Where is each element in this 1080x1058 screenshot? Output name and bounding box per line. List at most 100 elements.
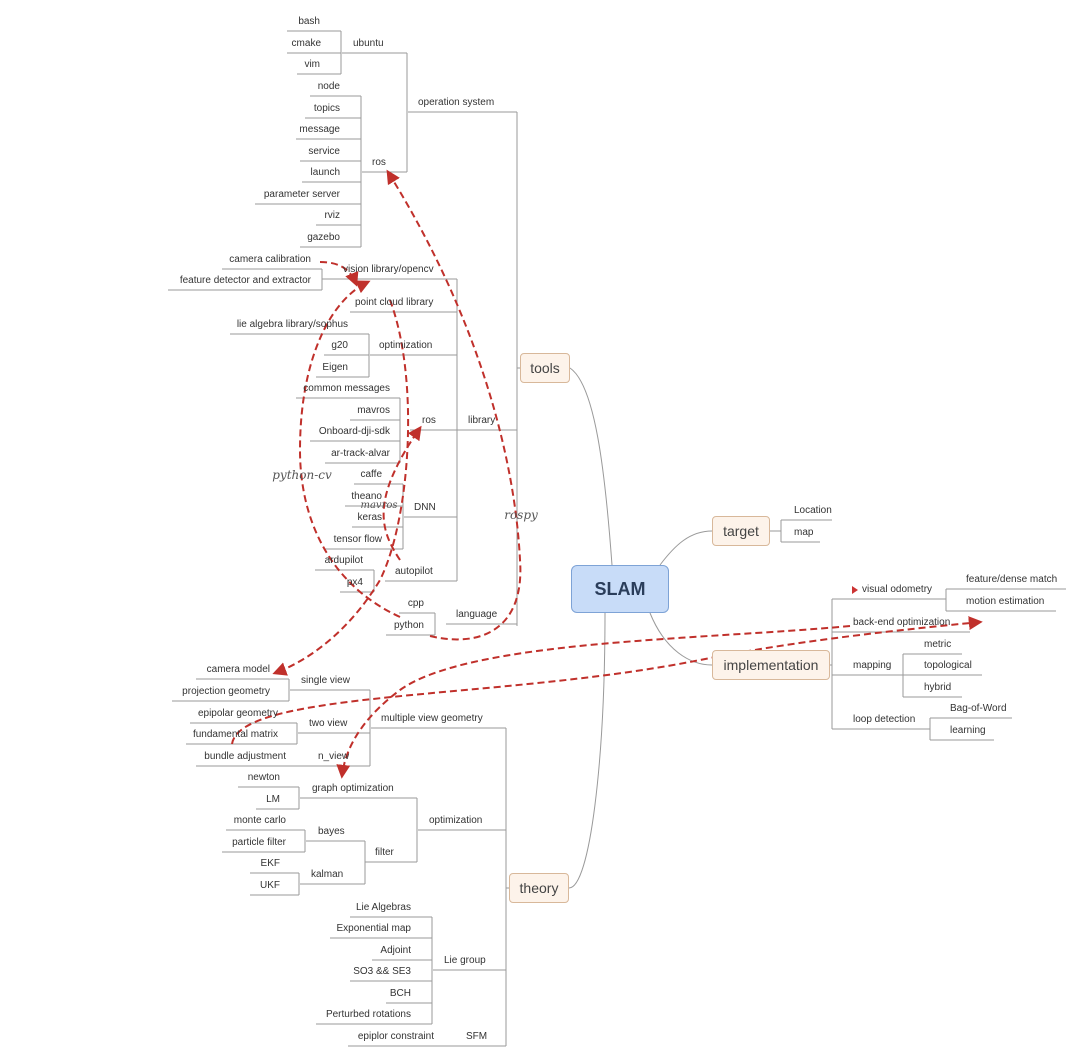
node-ardupilot[interactable]: ardupilot	[324, 555, 363, 566]
node-epiplor-constraint[interactable]: epiplor constraint	[357, 1031, 434, 1042]
relation-arrow-back-end	[231, 616, 983, 745]
main-topic-tools[interactable]: tools	[520, 353, 570, 383]
tree-connectors	[168, 30, 1066, 1047]
node-optimization-lib[interactable]: optimization	[379, 340, 433, 351]
node-launch[interactable]: launch	[310, 167, 340, 178]
node-bayes[interactable]: bayes	[318, 826, 345, 837]
node-lie-algebras[interactable]: Lie Algebras	[355, 902, 411, 913]
node-theano[interactable]: theano	[351, 491, 382, 502]
flag-icon	[852, 586, 858, 594]
root-to-tools	[569, 367, 613, 566]
node-multiple-view-geometry[interactable]: multiple view geometry	[381, 713, 483, 724]
node-onboard-dji-sdk[interactable]: Onboard-dji-sdk	[318, 426, 390, 437]
node-ar-track-alvar[interactable]: ar-track-alvar	[331, 448, 390, 459]
node-cpp[interactable]: cpp	[407, 598, 424, 609]
relation-label-rospy: rospy	[504, 508, 538, 522]
node-visual-odometry[interactable]: visual odometry	[862, 584, 933, 595]
node-topics[interactable]: topics	[313, 103, 340, 114]
node-ukf[interactable]: UKF	[260, 880, 280, 891]
node-operation-system[interactable]: operation system	[418, 97, 495, 108]
relation-label-mavros: mavros	[360, 500, 398, 511]
node-camera-model[interactable]: camera model	[206, 664, 270, 675]
node-single-view[interactable]: single view	[301, 675, 350, 686]
node-two-view[interactable]: two view	[309, 718, 348, 729]
node-map[interactable]: map	[794, 527, 814, 538]
node-topological[interactable]: topological	[924, 660, 972, 671]
node-dnn[interactable]: DNN	[414, 502, 436, 513]
node-sfm[interactable]: SFM	[466, 1031, 488, 1042]
node-ros-lib[interactable]: ros	[422, 415, 436, 426]
node-ekf[interactable]: EKF	[260, 858, 280, 869]
relation-label-python-cv: python-cv	[272, 468, 332, 482]
node-loop-detection[interactable]: loop detection	[853, 714, 916, 725]
node-back-end-optimization[interactable]: back-end optimization	[853, 617, 951, 628]
relation-arrow-n-view	[336, 625, 851, 779]
node-node[interactable]: node	[317, 81, 340, 92]
node-caffe[interactable]: caffe	[360, 469, 383, 480]
node-particle-filter[interactable]: particle filter	[232, 837, 286, 848]
node-eigen[interactable]: Eigen	[322, 362, 348, 373]
main-topic-target[interactable]: target	[712, 516, 770, 546]
root-to-theory	[568, 612, 606, 889]
node-rviz[interactable]: rviz	[324, 210, 340, 221]
node-monte-carlo[interactable]: monte carlo	[233, 815, 286, 826]
node-parameter-server[interactable]: parameter server	[263, 189, 340, 200]
node-message[interactable]: message	[299, 124, 340, 135]
relation-arrow-rospy	[386, 169, 522, 641]
node-newton[interactable]: newton	[247, 772, 280, 783]
node-hybrid[interactable]: hybrid	[924, 682, 952, 693]
node-lm[interactable]: LM	[266, 794, 280, 805]
node-ubuntu[interactable]: ubuntu	[353, 38, 384, 49]
node-gazebo[interactable]: gazebo	[307, 232, 340, 243]
node-so3-se3[interactable]: SO3 && SE3	[353, 966, 411, 977]
node-service[interactable]: service	[308, 146, 340, 157]
node-location[interactable]: Location	[794, 505, 832, 516]
node-vim[interactable]: vim	[304, 59, 320, 70]
node-learning[interactable]: learning	[950, 725, 986, 736]
node-filter[interactable]: filter	[375, 847, 394, 858]
node-cmake[interactable]: cmake	[291, 38, 321, 49]
node-point-cloud-library[interactable]: point cloud library	[355, 297, 434, 308]
relation-arrow-mavros	[382, 425, 422, 561]
node-mapping[interactable]: mapping	[853, 660, 892, 671]
node-exponential-map[interactable]: Exponential map	[336, 923, 412, 934]
node-library[interactable]: library	[468, 415, 496, 426]
node-tensor-flow[interactable]: tensor flow	[333, 534, 382, 545]
node-epipolar-geometry[interactable]: epipolar geometry	[197, 708, 278, 719]
node-perturbed-rotations[interactable]: Perturbed rotations	[325, 1009, 411, 1020]
node-adjoint[interactable]: Adjoint	[380, 945, 411, 956]
root-topic-slam[interactable]: SLAM	[571, 565, 669, 613]
node-graph-optimization[interactable]: graph optimization	[312, 783, 394, 794]
node-kalman[interactable]: kalman	[311, 869, 344, 880]
node-lie-group[interactable]: Lie group	[444, 955, 486, 966]
node-camera-calibration[interactable]: camera calibration	[229, 254, 311, 265]
node-optimization-theory[interactable]: optimization	[429, 815, 483, 826]
node-mavros[interactable]: mavros	[357, 405, 390, 416]
node-feature-dense-match[interactable]: feature/dense match	[966, 574, 1058, 585]
node-python[interactable]: python	[393, 620, 424, 631]
node-opencv[interactable]: vision library/opencv	[343, 264, 434, 275]
main-topic-implementation[interactable]: implementation	[712, 650, 830, 680]
node-n-view[interactable]: n_view	[318, 751, 350, 762]
node-projection-geometry[interactable]: projection geometry	[182, 686, 270, 697]
node-ros-os[interactable]: ros	[372, 157, 386, 168]
node-g20[interactable]: g20	[331, 340, 348, 351]
node-bundle-adjustment[interactable]: bundle adjustment	[204, 751, 286, 762]
node-fundamental-matrix[interactable]: fundamental matrix	[192, 729, 278, 740]
node-autopilot[interactable]: autopilot	[395, 566, 433, 577]
relation-arrow-python-cv	[298, 280, 401, 618]
node-bash[interactable]: bash	[298, 16, 320, 27]
node-feature-detector[interactable]: feature detector and extractor	[179, 275, 311, 286]
node-sophus[interactable]: lie algebra library/sophus	[236, 319, 348, 330]
node-metric[interactable]: metric	[924, 639, 952, 650]
node-keras[interactable]: keras	[357, 512, 382, 523]
main-topic-theory[interactable]: theory	[509, 873, 569, 903]
relation-arrow-camera-model	[272, 299, 410, 676]
node-motion-estimation[interactable]: motion estimation	[966, 596, 1045, 607]
node-px4[interactable]: px4	[346, 577, 363, 588]
root-to-implementation	[649, 612, 713, 666]
node-common-messages[interactable]: common messages	[303, 383, 390, 394]
node-bag-of-word[interactable]: Bag-of-Word	[950, 703, 1007, 714]
node-bch[interactable]: BCH	[389, 988, 411, 999]
node-language[interactable]: language	[456, 609, 498, 620]
